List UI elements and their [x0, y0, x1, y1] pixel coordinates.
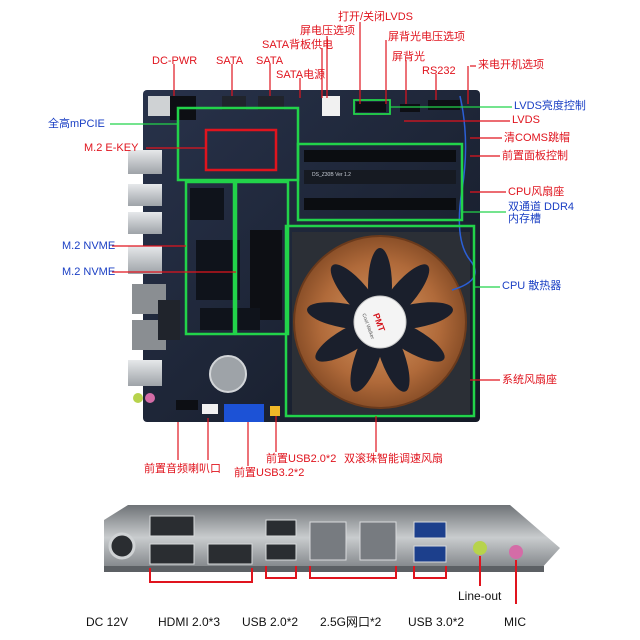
- leader-lines: [110, 22, 512, 466]
- usb-port-mid: [128, 246, 162, 274]
- label-power-on-off-lvds: 打开/关闭LVDS: [338, 11, 413, 23]
- label-lvds: LVDS: [512, 114, 540, 126]
- label-lvds-brightness: LVDS亮度控制: [514, 100, 586, 112]
- cmos-battery: [209, 355, 247, 393]
- nvme-highlight-2: [234, 180, 290, 336]
- rear-io-ports: [128, 96, 170, 403]
- label-hdmi: HDMI 2.0*3: [158, 615, 221, 629]
- hdmi-io-1: [149, 515, 195, 537]
- highlight-boxes: [176, 99, 476, 418]
- label-sata-1: SATA: [216, 55, 244, 67]
- label-backlight: 屏背光: [392, 51, 425, 63]
- label-cpu-fan: CPU风扇座: [508, 186, 565, 198]
- usb-port-top: [128, 150, 162, 174]
- label-front-panel: 前置面板控制: [502, 150, 568, 162]
- label-front-audio-speaker: 前置音频喇叭口: [144, 463, 221, 475]
- usb30-io-2: [413, 545, 447, 563]
- label-dc12v: DC 12V: [86, 615, 129, 629]
- label-sata-power: SATA电源: [276, 69, 326, 81]
- usb20-io-1: [265, 519, 297, 537]
- label-sata-backplane: SATA背板供电: [262, 39, 334, 51]
- top-connectors: [170, 96, 460, 120]
- label-rs232: RS232: [422, 65, 456, 77]
- audio-jack-1: [133, 393, 143, 403]
- label-usb20: USB 2.0*2: [242, 615, 299, 629]
- line-out-jack: [473, 541, 487, 555]
- usb20-io-2: [265, 543, 297, 561]
- label-system-fan: 系统风扇座: [502, 374, 557, 386]
- label-front-usb32: 前置USB3.2*2: [234, 467, 305, 479]
- label-dc-pwr: DC-PWR: [152, 55, 198, 67]
- label-ddr4-line2: 内存槽: [508, 213, 541, 225]
- label-ddr4-line1: 双通道 DDR4: [508, 201, 575, 213]
- hdmi-port-1: [128, 184, 162, 206]
- label-usb30: USB 3.0*2: [408, 615, 465, 629]
- label-cpu-heatsink: CPU 散热器: [502, 280, 562, 292]
- motherboard: DS_Z30B Ver 1.2: [128, 90, 480, 422]
- label-sata-2: SATA: [256, 55, 284, 67]
- label-lan: 2.5G网口*2: [320, 615, 382, 629]
- lan-io-1: [309, 521, 347, 561]
- ddr4-highlight: [296, 142, 464, 222]
- ddr4-slots: [304, 150, 456, 210]
- bottom-headers: [176, 400, 280, 422]
- label-m2-nvme-2: M.2 NVME: [62, 266, 116, 278]
- label-auto-power-on: 来电开机选项: [478, 59, 544, 71]
- label-m2-ekey: M.2 E-KEY: [84, 142, 139, 154]
- board-silkscreen: DS_Z30B Ver 1.2: [312, 172, 351, 178]
- hdmi-io-2: [149, 543, 195, 565]
- cpu-heatsink: PMT Cool Walker: [292, 232, 470, 414]
- label-screen-voltage: 屏电压选项: [300, 25, 355, 37]
- board-components: [158, 188, 282, 393]
- io-brackets: [149, 556, 517, 604]
- label-full-mpcie: 全高mPCIE: [48, 118, 105, 130]
- dc-jack-io: [108, 532, 136, 560]
- io-panel-edge: [104, 566, 544, 572]
- lan-io-2: [359, 521, 397, 561]
- hdmi-io-3: [207, 543, 253, 565]
- usb-port-bottom: [128, 360, 162, 386]
- usb30-io-1: [413, 521, 447, 539]
- label-smart-fan: 双滚珠智能调速风扇: [344, 453, 443, 465]
- audio-jack-2: [145, 393, 155, 403]
- dc-jack: [148, 96, 170, 116]
- heatsink-highlight: [284, 224, 476, 418]
- label-backlight-voltage: 屏背光电压选项: [388, 31, 465, 43]
- mic-jack: [509, 545, 523, 559]
- label-mic: MIC: [504, 615, 526, 629]
- nvme-highlight-1: [184, 180, 236, 336]
- fan-hub: [353, 295, 407, 349]
- label-line-out: Line-out: [458, 589, 502, 603]
- label-clear-cmos: 清COMS跳帽: [504, 132, 570, 144]
- hdmi-port-2: [128, 212, 162, 234]
- io-panel: [104, 505, 560, 572]
- label-m2-nvme-1: M.2 NVME: [62, 240, 116, 252]
- label-front-usb20: 前置USB2.0*2: [266, 453, 337, 465]
- m2-ekey-highlight: [204, 128, 278, 172]
